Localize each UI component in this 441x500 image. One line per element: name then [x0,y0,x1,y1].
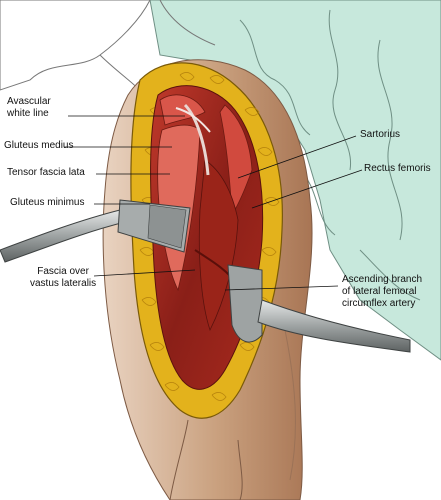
surgical-drape [149,0,441,361]
label-fascia-line1: Fascia over [37,266,89,277]
left-retractor [0,199,191,263]
leader-lines [64,115,363,291]
label-gluteus-medius: Gluteus medius [4,140,74,151]
leader-rectus-femoris [251,169,363,209]
label-ascending-line3: circumflex artery [342,298,416,309]
label-gluteus-minimus: Gluteus minimus [10,197,85,208]
label-sartorius: Sartorius [360,129,401,140]
label-rectus-femoris: Rectus femoris [364,163,431,174]
label-ascending-branch-lfca: Ascending branch of lateral femoral circ… [342,274,422,310]
right-retractor [227,264,411,353]
label-fascia-line2: vastus lateralis [30,278,97,289]
leader-sartorius [237,135,357,179]
leader-ascending-branch [224,285,339,291]
label-ascending-line1: Ascending branch [342,274,423,285]
label-avascular-white-line: Avascular white line [7,96,51,120]
label-avascular-line1: Avascular [7,96,51,107]
label-avascular-line2: white line [7,108,49,119]
label-tensor-fascia-lata: Tensor fascia lata [7,167,85,178]
leader-fascia-vastus [93,269,196,277]
label-ascending-line2: of lateral femoral [342,286,417,297]
label-fascia-over-vastus-lateralis: Fascia over vastus lateralis [30,266,96,290]
